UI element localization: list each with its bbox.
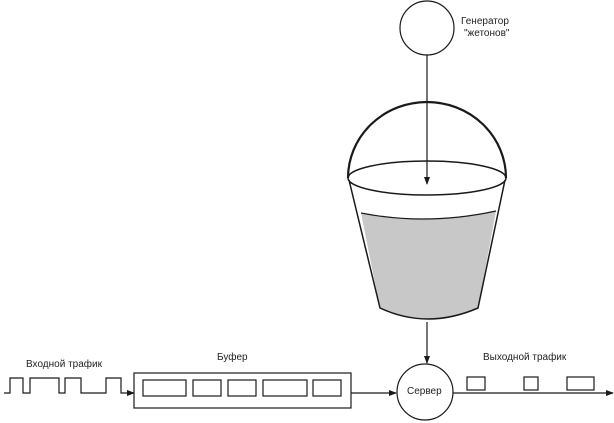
input-traffic-label: Входной трафик: [26, 359, 102, 370]
bucket-fill: [361, 211, 496, 319]
server-circle: [396, 363, 454, 421]
bucket-body: [348, 179, 506, 320]
buffer-rect: [133, 372, 352, 409]
token-generator-circle: [399, 0, 455, 56]
bucket-level-line: [360, 210, 497, 220]
buffer-packet: [192, 379, 222, 397]
output-packet: [566, 376, 595, 391]
buffer-label: Буфер: [217, 352, 248, 363]
output-traffic-label: Выходной трафик: [483, 352, 567, 363]
buffer-packet: [262, 379, 308, 397]
output-packet: [523, 376, 539, 391]
generator-label-line1: Генератор: [461, 16, 509, 27]
buffer-packet: [227, 379, 257, 397]
buffer-packet: [312, 379, 342, 397]
buffer-packet: [142, 379, 187, 397]
input-traffic-line: [4, 377, 135, 396]
server-label: Сервер: [407, 386, 442, 397]
output-packet: [466, 376, 486, 391]
bucket-rim: [347, 160, 507, 196]
generator-label-line2: "жетонов": [464, 28, 510, 39]
bucket-handle: [346, 100, 508, 179]
